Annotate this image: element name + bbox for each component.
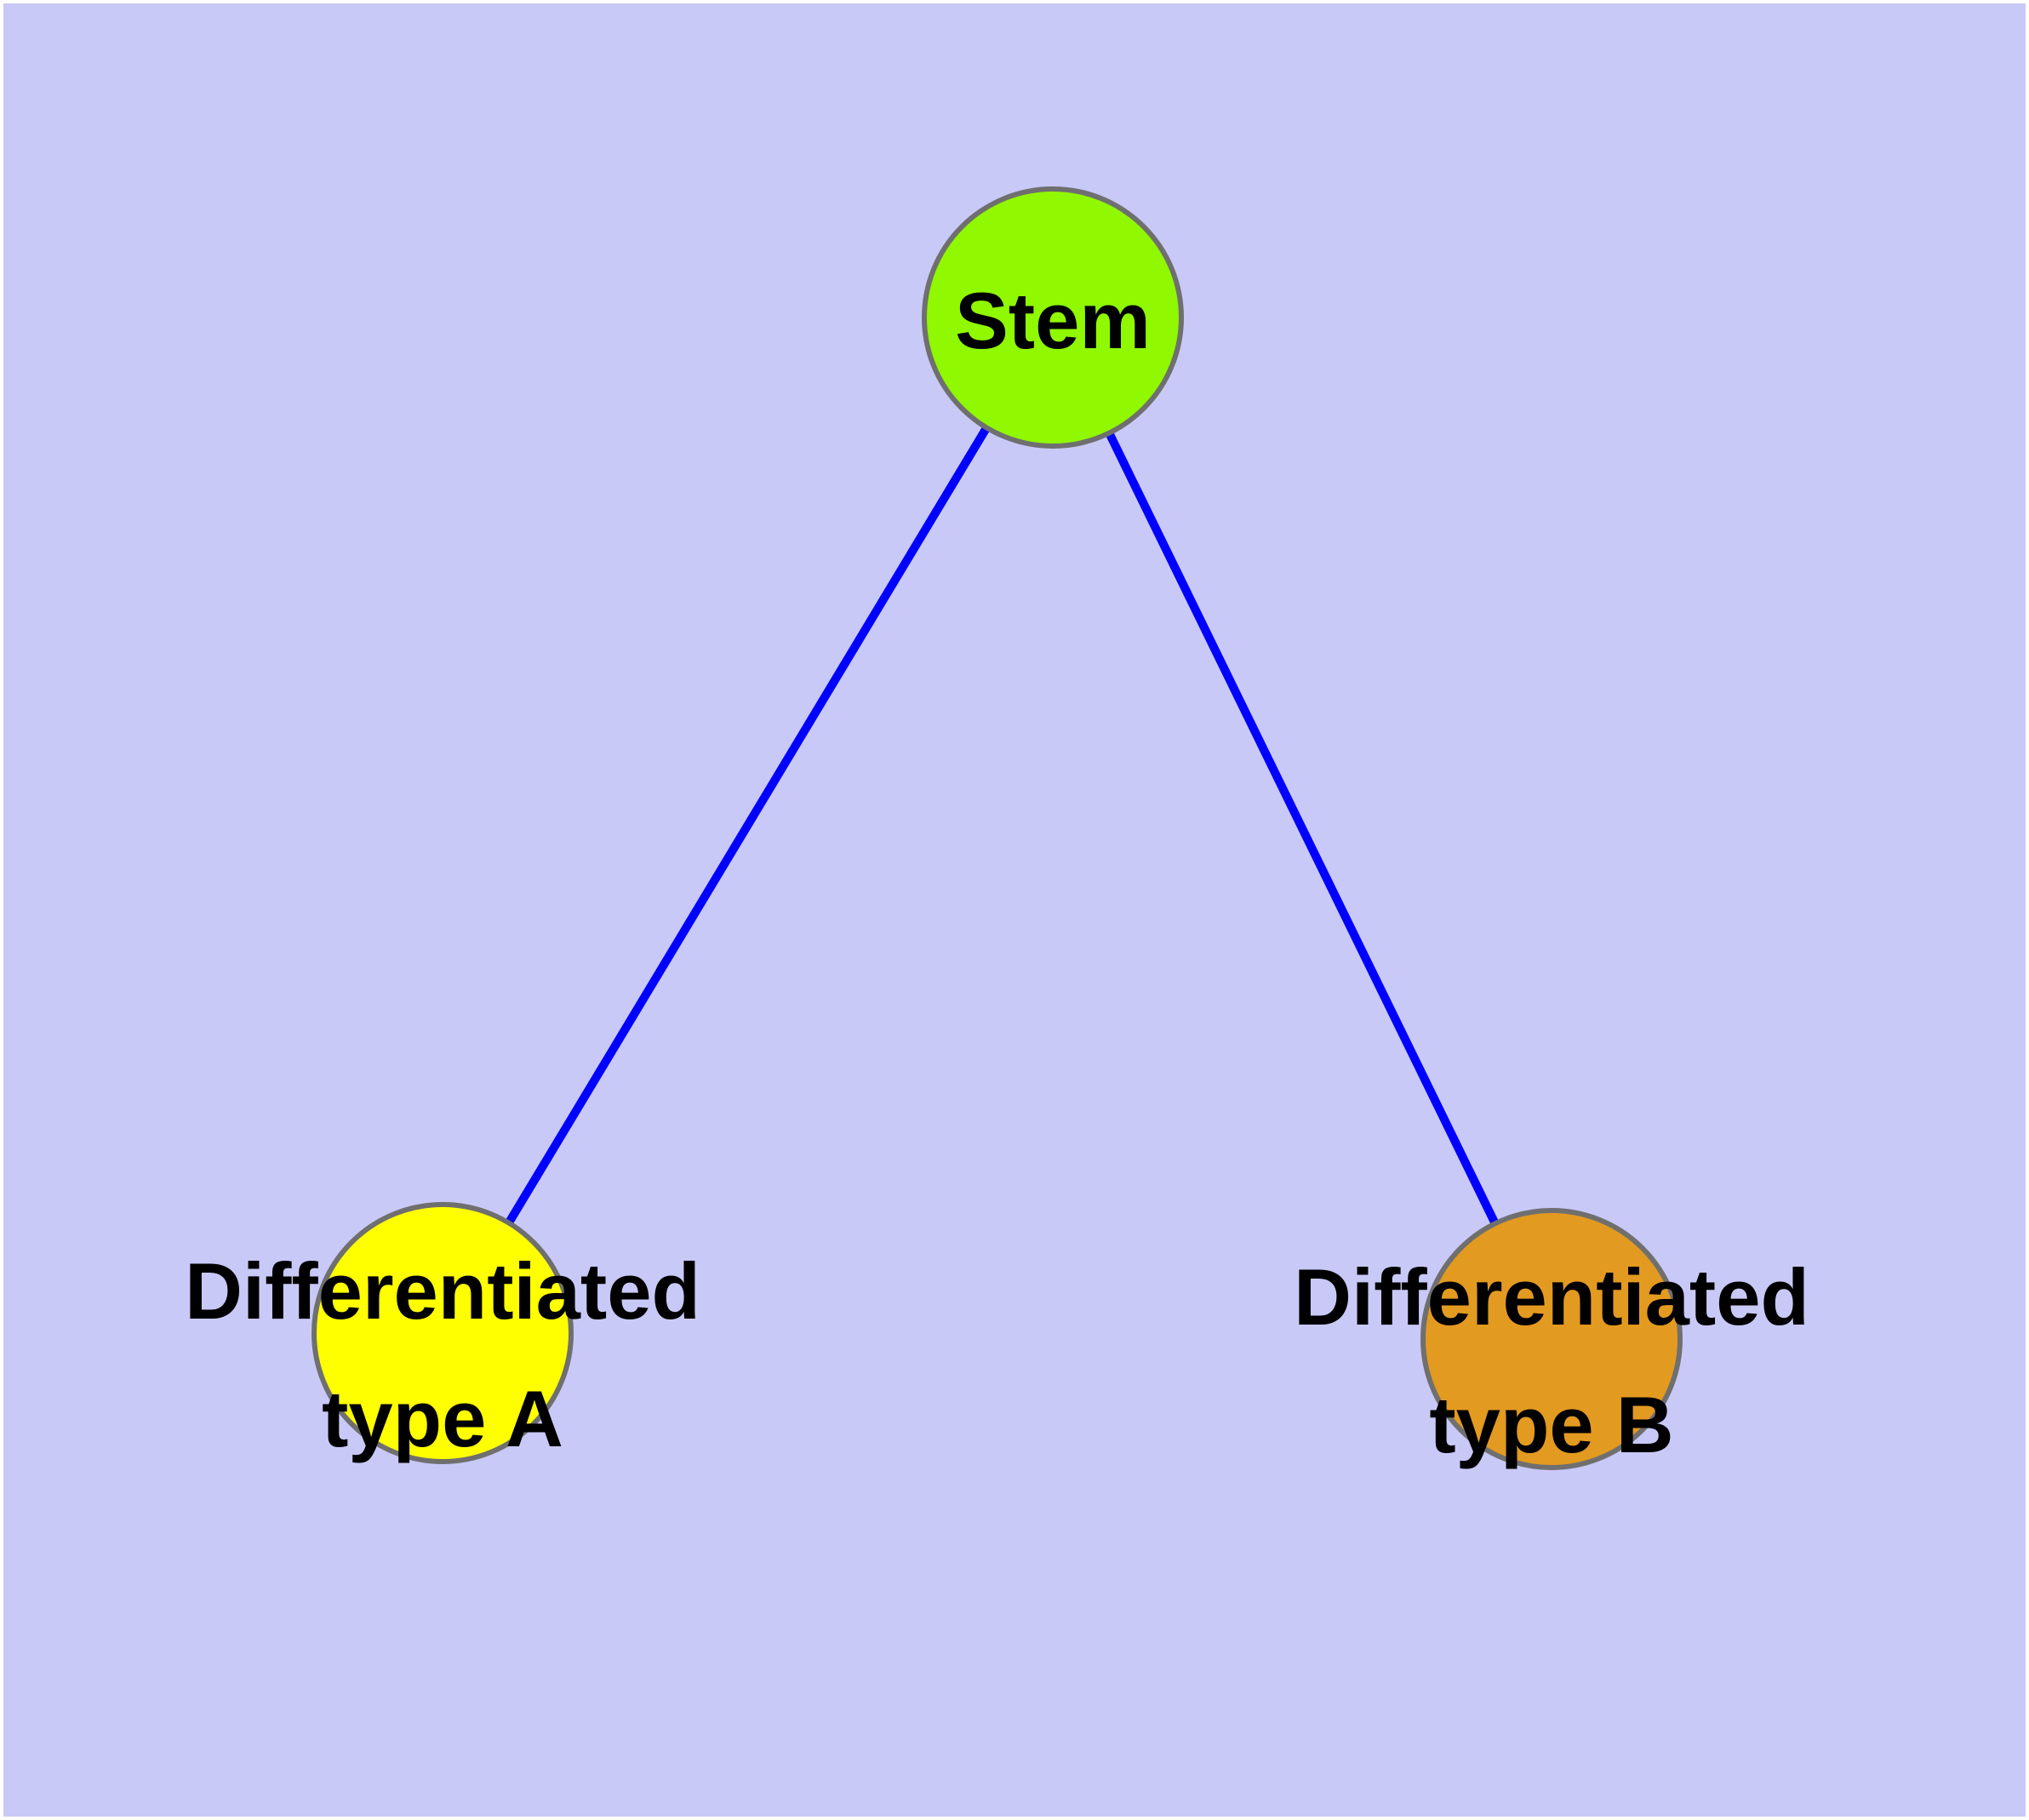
node-label-typeA: Differentiated type A	[185, 1246, 700, 1463]
nodes-layer	[311, 186, 1683, 1470]
node-label-typeA-line2: type A	[322, 1374, 563, 1463]
node-label-stem-line1: Stem	[955, 276, 1151, 365]
node-label-typeB: Differentiated type B	[1294, 1252, 1809, 1469]
node-label-typeB-line2: type B	[1429, 1380, 1673, 1469]
node-typeB	[1420, 1208, 1683, 1470]
edge-stem-typeB	[1049, 315, 1556, 1342]
node-stem	[922, 186, 1184, 449]
edges-layer	[438, 315, 1556, 1342]
edge-stem-typeA	[438, 315, 1057, 1336]
node-label-typeA-line1: Differentiated	[185, 1246, 700, 1336]
node-label-typeB-line1: Differentiated	[1294, 1252, 1809, 1342]
node-typeA	[311, 1202, 574, 1464]
node-label-stem: Stem	[955, 276, 1151, 365]
